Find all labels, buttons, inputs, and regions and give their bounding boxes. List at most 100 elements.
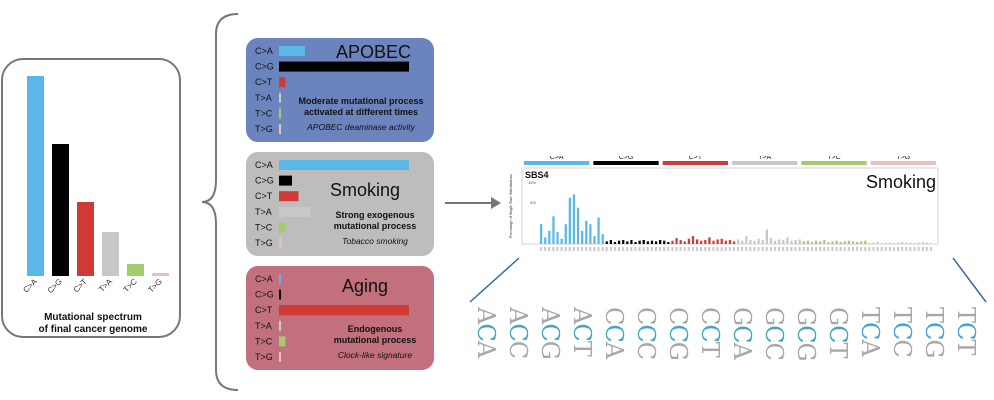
signature-context-tick xyxy=(617,247,621,251)
base-letter: C xyxy=(632,324,660,342)
signature-context-tick xyxy=(868,247,871,251)
signature-context-tick xyxy=(548,247,551,251)
signature-context-tick xyxy=(601,247,604,251)
signature-bar xyxy=(663,240,666,244)
process-bar xyxy=(279,124,281,134)
signature-bar xyxy=(564,224,567,244)
signature-bar xyxy=(724,240,727,244)
signature-bar xyxy=(749,240,752,244)
base-letter: C xyxy=(760,325,788,343)
signature-bar xyxy=(667,242,670,244)
signature-bar xyxy=(630,240,633,244)
signature-context-tick xyxy=(568,247,571,251)
base-letter: G xyxy=(792,342,820,361)
base-letter: G xyxy=(824,307,852,326)
base-letter: G xyxy=(536,340,564,359)
signature-ytick: 8% xyxy=(530,200,536,205)
signature-bar xyxy=(634,242,637,244)
spectrum-bar xyxy=(152,273,169,276)
base-letter: G xyxy=(664,341,692,360)
signature-process-label: Smoking xyxy=(866,172,936,192)
base-letter: A xyxy=(536,307,564,324)
signature-bar xyxy=(860,241,863,244)
signature-context-tick xyxy=(646,247,649,251)
signature-context-tick xyxy=(773,247,776,251)
signature-context-tick xyxy=(753,247,756,251)
signature-bar xyxy=(786,237,789,244)
process-type-label: T>C xyxy=(255,222,273,232)
signature-bar xyxy=(691,236,695,244)
trinucleotide-context: ACA xyxy=(472,305,502,375)
process-type-label: C>T xyxy=(255,305,273,315)
process-type-label: C>T xyxy=(255,77,273,87)
process-name-smoking: Smoking xyxy=(330,180,401,200)
process-description: Strong exogenous mutational process xyxy=(300,210,450,232)
signature-bar xyxy=(687,238,691,244)
aging-bars: C>AC>GC>TT>AT>CT>G xyxy=(255,274,409,362)
signature-context-tick xyxy=(897,247,900,251)
process-bar xyxy=(279,336,286,347)
signature-context-tick xyxy=(851,247,854,251)
signature-context-tick xyxy=(778,247,781,251)
signature-bar xyxy=(835,240,838,244)
signature-bar xyxy=(806,240,810,244)
signature-bar xyxy=(585,220,588,244)
signature-bar xyxy=(646,241,649,244)
trinucleotide-text: GCG xyxy=(792,307,820,361)
signature-context-tick xyxy=(843,247,846,251)
signature-bar xyxy=(638,240,641,244)
signature-context-tick xyxy=(720,247,723,251)
signature-context-tick xyxy=(691,247,694,251)
signature-context-tick xyxy=(839,247,842,251)
signature-bar xyxy=(601,234,604,244)
signature-type-band xyxy=(662,161,728,165)
signature-bar xyxy=(753,240,756,244)
signature-context-tick xyxy=(540,247,543,251)
process-type-label: T>G xyxy=(255,238,273,248)
signature-context-tick xyxy=(683,247,686,251)
process-name-aging: Aging xyxy=(342,276,389,296)
signature-bar xyxy=(765,229,768,244)
base-letter: C xyxy=(600,324,628,342)
trinucleotide-context: CCA xyxy=(600,305,630,375)
trinucleotide-text: GCT xyxy=(824,307,852,358)
signature-ytick: 16% xyxy=(528,180,536,185)
process-bar xyxy=(279,206,311,217)
signature-bar xyxy=(745,236,748,244)
signature-bar xyxy=(540,224,543,244)
trinucleotide-context: GCC xyxy=(760,305,790,375)
signature-bar xyxy=(737,239,740,244)
signature-context-tick xyxy=(925,247,928,251)
signature-context-tick xyxy=(613,247,616,251)
signature-bar xyxy=(901,242,904,244)
base-letter: C xyxy=(728,325,756,343)
signature-context-tick xyxy=(663,247,666,251)
signature-bar xyxy=(617,240,621,244)
base-letter: T xyxy=(952,307,980,323)
spectrum-bar xyxy=(127,264,144,276)
signature-context-tick xyxy=(864,247,867,251)
process-type-label: T>G xyxy=(255,352,273,362)
signature-bar xyxy=(716,239,719,244)
signature-context-tick xyxy=(757,247,760,251)
signature-bar xyxy=(778,239,781,244)
signature-bar xyxy=(572,194,576,244)
signature-context-tick xyxy=(892,247,896,251)
signature-bar xyxy=(851,241,855,244)
signature-context-tick xyxy=(732,247,735,251)
process-name-apobec: APOBEC xyxy=(336,42,412,62)
trinucleotide-text: TCT xyxy=(952,307,980,354)
base-letter: C xyxy=(952,322,980,340)
signature-context-tick xyxy=(761,247,764,251)
trinucleotide-text: GCA xyxy=(728,307,756,359)
signature-bar xyxy=(876,242,879,244)
signature-context-tick xyxy=(737,247,740,251)
trinucleotide-context: GCA xyxy=(728,305,758,375)
trinucleotide-context: TCT xyxy=(952,305,982,375)
process-type-label: C>G xyxy=(255,290,274,300)
signature-bar xyxy=(839,242,842,244)
process-bar xyxy=(279,191,299,202)
signature-context-tick xyxy=(802,247,805,251)
process-bar xyxy=(279,274,281,284)
